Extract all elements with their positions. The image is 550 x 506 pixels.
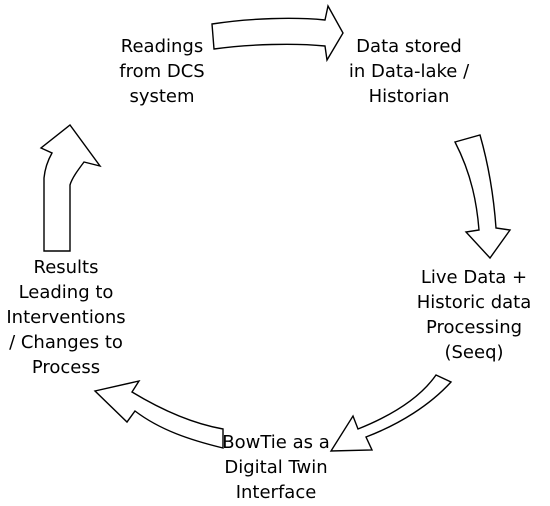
node-5-line-4: / Changes to (9, 332, 123, 353)
node-5-line-5: Process (31, 357, 101, 378)
node-3-line-4: (Seeq) (444, 342, 504, 363)
node-1-line-3: system (129, 86, 195, 107)
node-4-line-1: BowTie as a (222, 432, 330, 453)
node-2-line-2: in Data-lake / (348, 61, 470, 82)
node-bowtie-digital-twin: BowTie as a Digital Twin Interface (206, 430, 346, 505)
node-4-line-2: Digital Twin (224, 457, 328, 478)
node-3-line-2: Historic data (416, 292, 532, 313)
node-readings-from-dcs: Readings from DCS system (96, 34, 228, 109)
node-3-line-3: Processing (425, 317, 523, 338)
arrow-processing-to-bowtie (329, 374, 453, 452)
node-1-line-1: Readings (120, 36, 204, 57)
node-2-line-1: Data stored (356, 36, 462, 57)
node-results-interventions: Results Leading to Interventions / Chang… (0, 255, 132, 380)
node-2-line-3: Historian (368, 86, 450, 107)
node-5-line-1: Results (33, 257, 99, 278)
node-processing: Live Data + Historic data Processing (Se… (404, 265, 544, 365)
node-3-line-1: Live Data + (420, 267, 528, 288)
node-4-line-3: Interface (235, 482, 317, 503)
arrow-results-to-readings (39, 123, 102, 252)
arrow-bowtie-to-results (93, 379, 224, 449)
node-5-line-2: Leading to (18, 282, 114, 303)
node-data-stored: Data stored in Data-lake / Historian (334, 34, 484, 109)
node-1-line-2: from DCS (119, 61, 205, 82)
arrow-readings-to-datastore (211, 4, 344, 63)
node-5-line-3: Interventions (6, 307, 126, 328)
arrow-datastore-to-processing (453, 134, 512, 260)
